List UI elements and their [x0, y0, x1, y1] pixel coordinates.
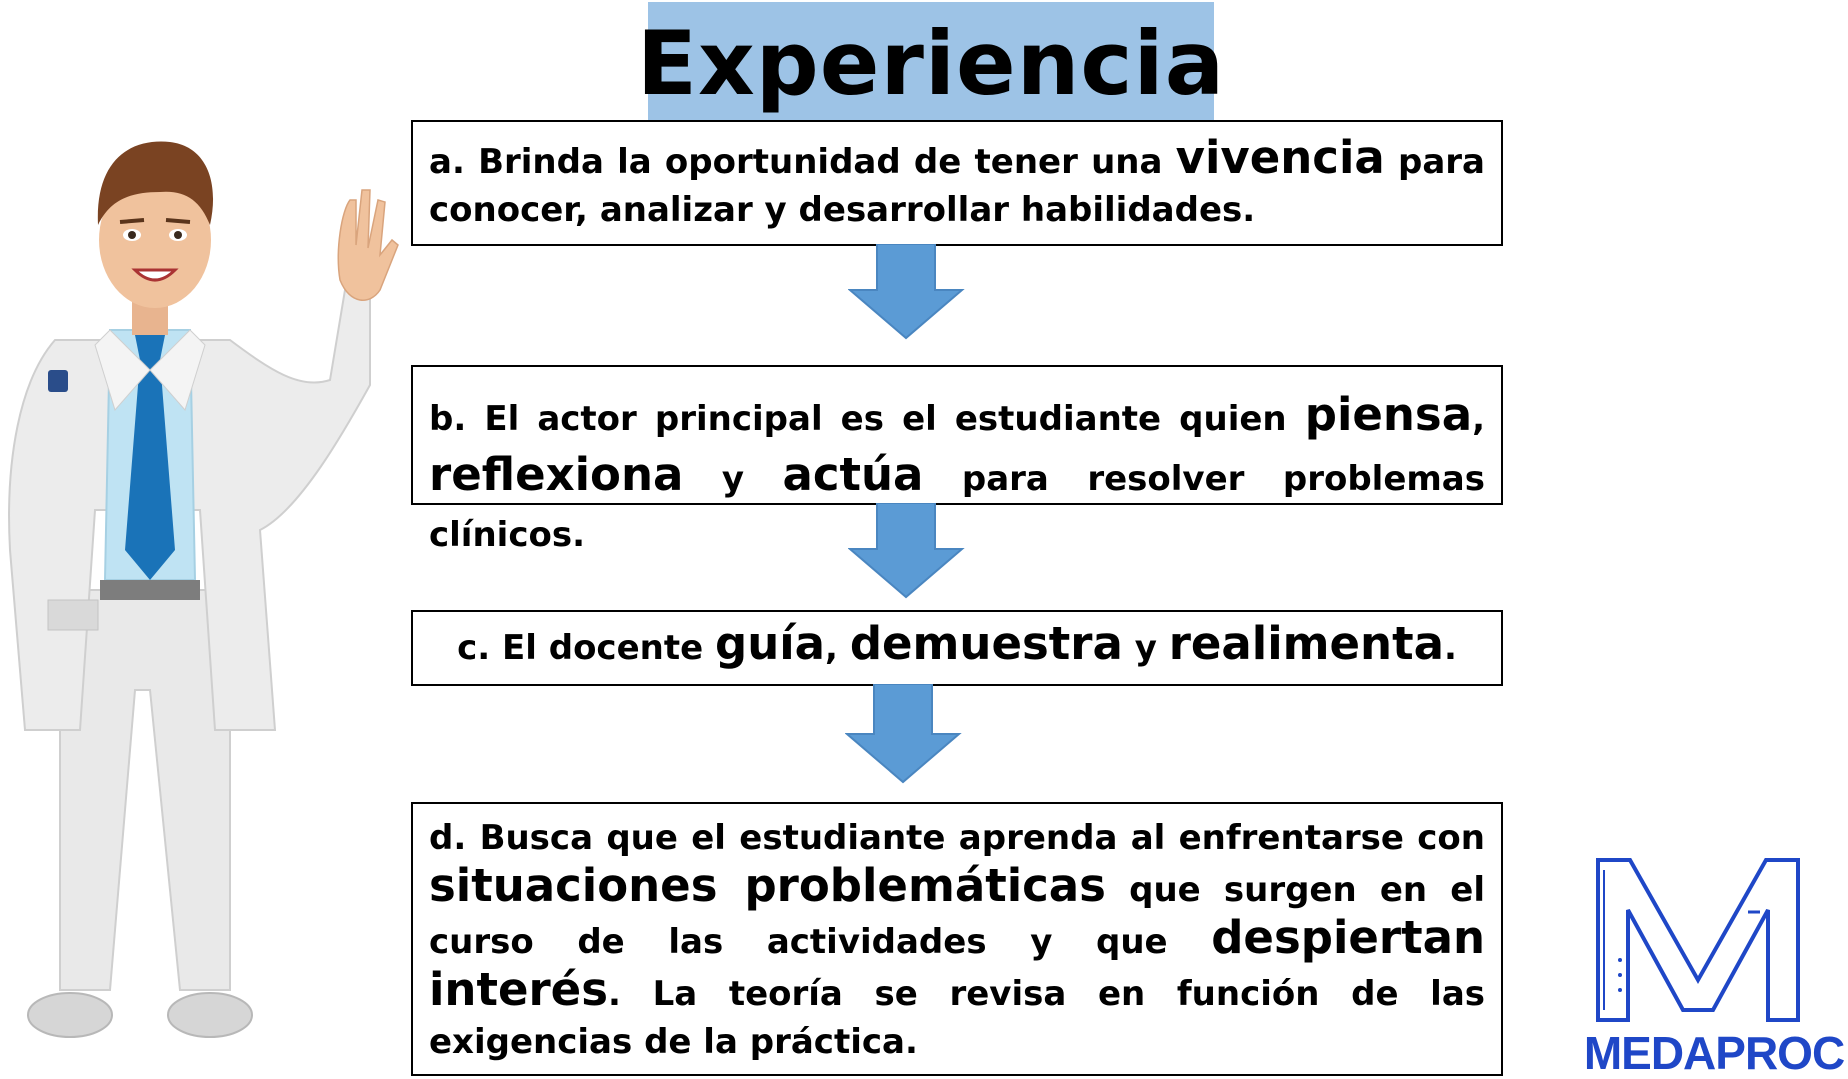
step-d-text-2: que surgen en el curso de las actividade… [429, 870, 1485, 962]
step-d-box: d. Busca que el estudiante aprenda al en… [411, 802, 1503, 1076]
step-b-text-3: y [683, 459, 783, 499]
logo-wordmark: MEDAPROC [1583, 1027, 1845, 1079]
step-c-keyword-3: realimenta [1168, 617, 1444, 670]
step-b-keyword-3: actúa [782, 448, 924, 501]
step-d-text-3: . La teoría se revisa en función de las … [429, 974, 1485, 1062]
step-b-text-2: , [1472, 399, 1485, 439]
step-c-text-1: c. El docente [457, 628, 715, 668]
step-c-text-3: y [1122, 628, 1169, 668]
step-c-text-2: , [825, 628, 850, 668]
step-c-text-4: . [1443, 628, 1457, 668]
step-a-text-1: a. Brinda la oportunidad de tener una [429, 142, 1176, 182]
medaproc-logo-icon [1596, 858, 1800, 1022]
title-banner: Experiencia [637, 2, 1224, 126]
down-arrow-icon [848, 503, 965, 599]
step-a-keyword: vivencia [1175, 131, 1385, 184]
step-b-text-4: para resolver problemas clínicos. [429, 459, 1485, 555]
step-b-keyword-2: reflexiona [429, 448, 684, 501]
step-b-box: b. El actor principal es el estudiante q… [411, 365, 1503, 555]
doctor-figure-icon [8, 141, 399, 1038]
page-title: Experiencia [636, 12, 1226, 115]
step-b-text-1: b. El actor principal es el estudiante q… [429, 399, 1305, 439]
step-d-keyword-2: despiertan interés [429, 911, 1485, 1016]
step-d-text-1: d. Busca que el estudiante aprenda al en… [429, 818, 1485, 858]
step-c-keyword-1: guía [715, 617, 826, 670]
step-a-text-2: para conocer, analizar y desarrollar hab… [429, 142, 1485, 230]
step-c-keyword-2: demuestra [849, 617, 1123, 670]
step-a-box: a. Brinda la oportunidad de tener una vi… [411, 120, 1503, 246]
step-c-box: c. El docente guía, demuestra y realimen… [411, 610, 1503, 686]
down-arrow-icon [845, 684, 962, 784]
step-d-keyword-1: situaciones problemáticas [429, 859, 1106, 912]
step-b-keyword-1: piensa [1304, 388, 1473, 441]
down-arrow-icon [848, 244, 965, 340]
